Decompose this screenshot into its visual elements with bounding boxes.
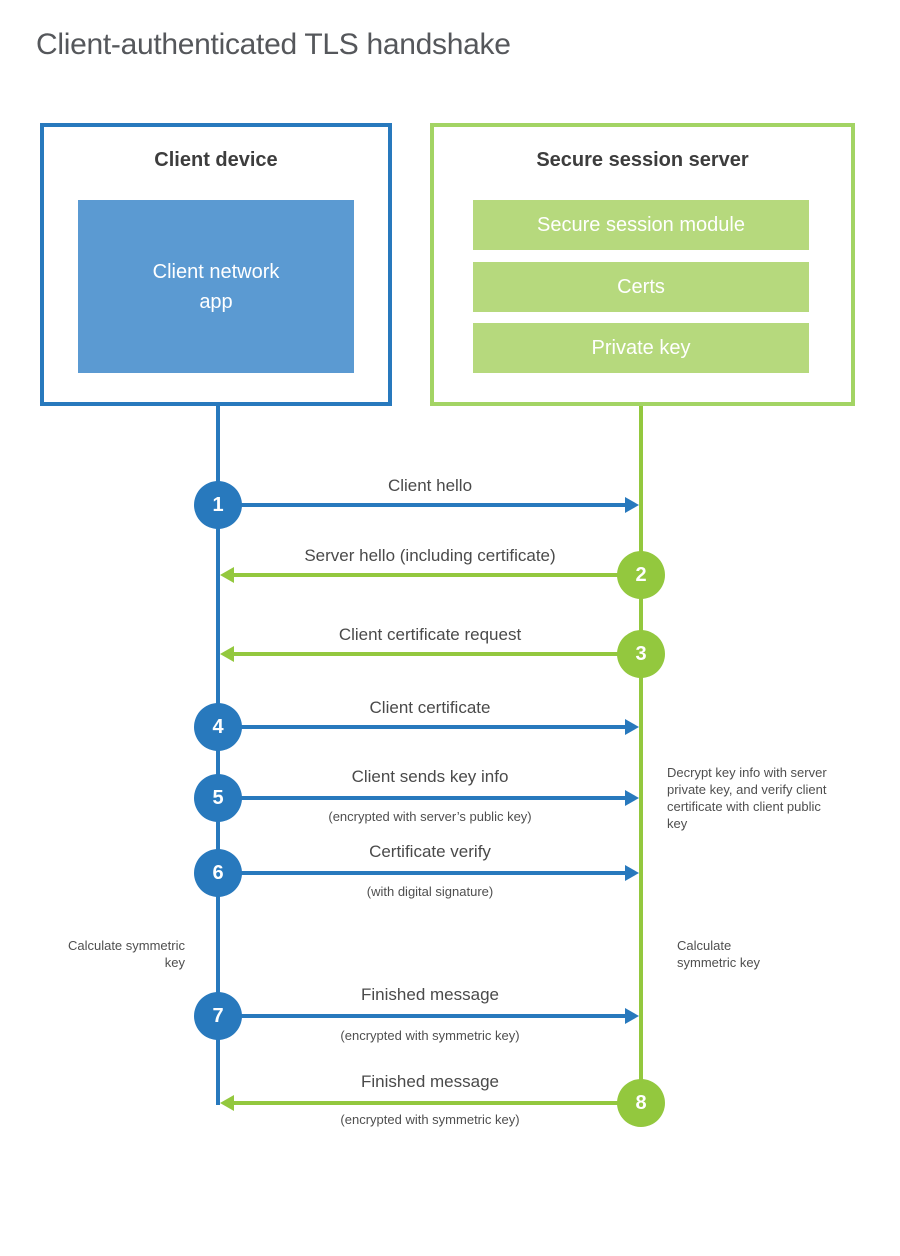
arrowhead-left-icon [220,646,234,662]
arrow-3 [234,652,641,656]
step-3-badge: 3 [617,630,665,678]
client-lifeline [216,406,220,1105]
note-calculate-symmetric-key-client: Calculate symmetric key [67,938,185,970]
step-3-number: 3 [635,642,647,665]
step-4-number: 4 [212,715,224,738]
arrow-5 [218,796,625,800]
arrowhead-left-icon [220,1095,234,1111]
message-label-7: Finished message [361,985,499,1004]
arrow-1 [218,503,625,507]
arrowhead-right-icon [625,1008,639,1024]
message-sublabel-6: (with digital signature) [366,884,494,899]
arrow-8 [234,1101,641,1105]
message-label-1: Client hello [387,476,473,495]
arrow-4 [218,725,625,729]
message-sublabel-8: (encrypted with symmetric key) [340,1112,520,1127]
note-decrypt-key-info: Decrypt key info with server private key… [667,765,827,831]
message-label-5: Client sends key info [351,767,509,786]
arrow-2 [234,573,641,577]
step-2-badge: 2 [617,551,665,599]
message-sublabel-7: (encrypted with symmetric key) [340,1028,520,1043]
arrowhead-right-icon [625,497,639,513]
server-lifeline [639,406,643,1103]
step-1-badge: 1 [194,481,242,529]
message-label-6: Certificate verify [369,842,491,861]
arrowhead-right-icon [625,719,639,735]
message-label-4: Client certificate [369,698,491,717]
step-5-number: 5 [212,786,224,809]
server-module-private-key: Private key [473,323,809,373]
server-module-secure-session: Secure session module [473,200,809,250]
step-4-badge: 4 [194,703,242,751]
message-sublabel-5: (encrypted with server’s public key) [328,809,532,824]
message-label-8: Finished message [361,1072,499,1091]
message-label-2: Server hello (including certificate) [304,546,556,565]
arrowhead-right-icon [625,790,639,806]
client-network-app-module: Client network app [78,200,354,373]
step-6-number: 6 [212,861,224,884]
server-module-certs: Certs [473,262,809,312]
arrowhead-left-icon [220,567,234,583]
diagram-title: Client-authenticated TLS handshake [36,28,511,61]
message-label-3: Client certificate request [338,625,522,644]
secure-session-server-heading: Secure session server [536,149,749,171]
step-1-number: 1 [212,493,224,516]
arrow-6 [218,871,625,875]
arrowhead-right-icon [625,865,639,881]
arrow-7 [218,1014,625,1018]
step-7-badge: 7 [194,992,242,1040]
step-8-number: 8 [635,1091,647,1114]
client-device-heading: Client device [154,149,278,171]
step-7-number: 7 [212,1004,224,1027]
step-8-badge: 8 [617,1079,665,1127]
step-6-badge: 6 [194,849,242,897]
note-calculate-symmetric-key-server: Calculate symmetric key [677,938,761,970]
step-5-badge: 5 [194,774,242,822]
step-2-number: 2 [635,563,647,586]
